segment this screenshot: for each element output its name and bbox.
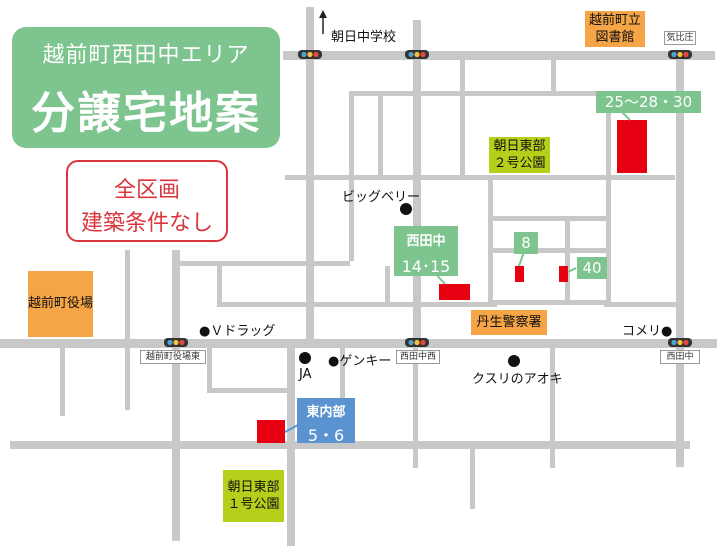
label-kusuri: クスリのアオキ	[472, 372, 563, 387]
label-nishitanaka: 西田中	[660, 350, 700, 364]
callout-higashiuchibe[interactable]: 東内部 5・6	[297, 398, 355, 445]
road-west-vertical	[306, 7, 314, 339]
condition-line2: 建築条件なし	[80, 211, 213, 236]
label-library: 越前町立 図書館	[585, 11, 645, 47]
road-far-west-vertical	[172, 250, 180, 541]
lot-5-6[interactable]	[257, 420, 285, 443]
label-biggu-berry: ビッグベリー	[342, 190, 421, 205]
callout-nishitanaka[interactable]: 西田中 14･15	[394, 226, 458, 276]
label-kehisho: 気比庄	[664, 31, 696, 45]
traffic-signal-icon	[164, 338, 188, 347]
label-yakuba-higashi: 越前町役場東	[140, 350, 206, 364]
lot-14-15[interactable]	[439, 284, 470, 300]
label-park1: 朝日東部 １号公園	[223, 470, 284, 522]
traffic-signal-icon	[668, 338, 692, 347]
north-arrow-icon	[319, 10, 327, 34]
label-asahi-school: 朝日中学校	[331, 30, 397, 45]
label-nishitanaka-nishi: 西田中西	[396, 350, 440, 364]
callout-nishitanaka-title: 西田中	[406, 234, 446, 249]
road-north-main	[283, 51, 715, 60]
callout-lot-40[interactable]: 40	[577, 257, 607, 279]
label-police: 丹生警察署	[471, 310, 547, 335]
road-south	[10, 441, 690, 449]
biggu-berry-marker-icon	[400, 203, 412, 215]
traffic-signal-icon	[298, 50, 322, 59]
ja-marker-icon	[299, 352, 311, 364]
callout-higashiuchibe-nums: 5・6	[307, 426, 345, 445]
road-central-main	[0, 339, 717, 348]
condition-line1: 全区画	[113, 178, 180, 203]
label-park2: 朝日東部 ２号公園	[489, 137, 550, 173]
traffic-signal-icon	[405, 338, 429, 347]
road-south-vertical	[287, 348, 295, 546]
lot-8[interactable]	[515, 266, 524, 282]
title-sub: 越前町西田中エリア	[42, 43, 250, 68]
kusuri-marker-icon	[508, 355, 520, 367]
lot-40[interactable]	[559, 266, 568, 282]
label-ja: JA	[299, 367, 312, 382]
callout-higashiuchibe-title: 東内部	[306, 405, 346, 420]
title-panel: 越前町西田中エリア 分譲宅地案内	[12, 27, 280, 203]
label-genky: ●ゲンキー	[328, 354, 392, 369]
callout-lot-8[interactable]: 8	[514, 232, 538, 254]
callout-nishitanaka-nums: 14･15	[401, 257, 451, 276]
callout-lot-25-30[interactable]: 25～28・30	[596, 91, 701, 113]
lot-25-30[interactable]	[617, 120, 647, 173]
road-east-vertical	[676, 51, 684, 467]
label-town-hall: 越前町役場	[28, 271, 93, 337]
label-komeri: コメリ●	[622, 324, 673, 339]
condition-panel: 全区画 建築条件なし	[66, 160, 228, 242]
traffic-signal-icon	[405, 50, 429, 59]
traffic-signal-icon	[668, 50, 692, 59]
label-v-drug: ●Ｖドラッグ	[199, 324, 276, 339]
